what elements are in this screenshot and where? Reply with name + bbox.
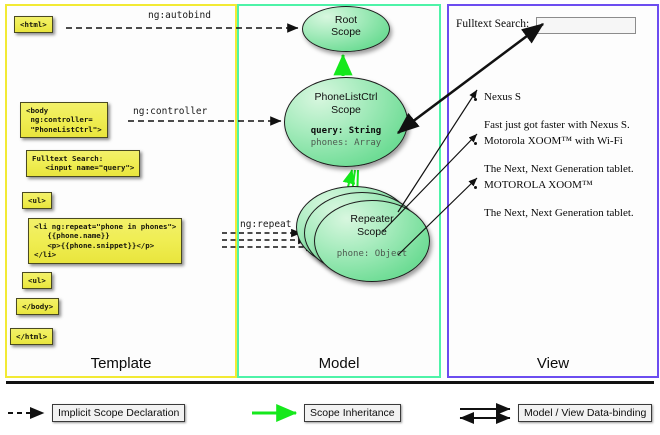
edge-label-ng-controller: ng:controller: [133, 106, 208, 117]
legend-divider: [6, 381, 654, 384]
view-item-snippet: The Next, Next Generation tablet.: [484, 207, 634, 219]
code-box-search: Fulltext Search: <input name="query">: [26, 150, 141, 177]
list-bullet: [474, 142, 477, 145]
code-box-html-open: <html>: [14, 16, 53, 34]
scope-prop-query: query: String: [310, 126, 382, 136]
scope-phonelistctrl-label: PhoneListCtrl Scope: [314, 91, 378, 116]
code-box-li-repeat: <li ng:repeat="phone in phones"> {{phone…: [28, 218, 183, 264]
code-box-body-open: <body ng:controller= "PhoneListCtrl">: [20, 102, 108, 139]
scope-phonelistctrl: PhoneListCtrl Scope query: String phones…: [284, 77, 408, 167]
column-title-model: Model: [318, 355, 360, 372]
edge-label-ng-autobind: ng:autobind: [148, 10, 211, 21]
view-item-snippet: Fast just got faster with Nexus S.: [484, 119, 630, 131]
column-template: Template: [5, 4, 237, 378]
view-rendered-page: Fulltext Search: Nexus S Fast just got f…: [452, 9, 652, 259]
scope-root: Root Scope: [302, 6, 390, 52]
list-bullet: [474, 98, 477, 101]
scope-root-label: Root Scope: [331, 14, 361, 38]
column-title-template: Template: [90, 355, 152, 372]
scope-prop-phones: phones: Array: [310, 137, 382, 148]
scope-repeater-props: phone: Object: [336, 249, 408, 259]
legend-icon-double-arrow: [459, 403, 511, 424]
code-box-html-close: </html>: [10, 328, 54, 346]
view-item-name: Nexus S: [484, 91, 521, 103]
code-box-ul-close: <ul>: [22, 272, 52, 290]
code-box-ul-open: <ul>: [22, 192, 52, 210]
view-search-input[interactable]: [536, 17, 636, 34]
scope-repeater-label: Repeater Scope: [350, 213, 394, 238]
scope-repeater: Repeater Scope phone: Object: [314, 200, 430, 282]
legend-label-scope-inheritance: Scope Inheritance: [304, 404, 401, 422]
code-box-body-close: </body>: [16, 298, 60, 316]
view-item-snippet: The Next, Next Generation tablet.: [484, 163, 634, 175]
edge-label-ng-repeat: ng:repeat: [240, 219, 292, 230]
legend-label-implicit-scope-declaration: Implicit Scope Declaration: [52, 404, 186, 422]
scope-phonelistctrl-props: query: String phones: Array: [285, 126, 407, 149]
column-title-view: View: [536, 355, 570, 372]
list-bullet: [474, 186, 477, 189]
legend-label-model-view-data-binding: Model / View Data-binding: [518, 404, 653, 422]
view-search-label: Fulltext Search:: [456, 18, 530, 30]
view-item-name: MOTOROLA XOOM™: [484, 179, 593, 191]
view-item-name: Motorola XOOM™ with Wi-Fi: [484, 135, 623, 147]
